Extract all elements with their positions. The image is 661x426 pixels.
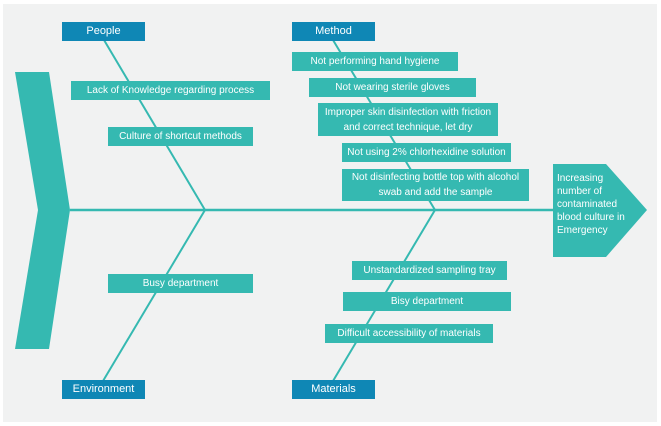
category-environment: Environment (62, 380, 145, 399)
people-bone (103, 39, 206, 211)
cause-method-5: Not disinfecting bottle top with alcohol… (342, 169, 529, 201)
cause-materials-1: Unstandardized sampling tray (352, 261, 507, 280)
cause-environment-1: Busy department (108, 274, 253, 293)
cause-people-1: Lack of Knowledge regarding process (71, 81, 270, 100)
effect-label: Increasing number of contaminated blood … (557, 173, 625, 236)
cause-method-3: Improper skin disinfection with friction… (318, 103, 498, 136)
category-method: Method (292, 22, 375, 41)
fish-tail (15, 72, 70, 349)
category-materials: Materials (292, 380, 375, 399)
category-people: People (62, 22, 145, 41)
cause-materials-2: Bisy department (343, 292, 511, 311)
cause-method-4: Not using 2% chlorhexidine solution (342, 143, 511, 162)
cause-materials-3: Difficult accessibility of materials (325, 324, 493, 343)
cause-people-2: Culture of shortcut methods (108, 127, 253, 146)
fish-head (553, 164, 647, 257)
diagram-background (3, 4, 657, 422)
cause-method-1: Not performing hand hygiene (292, 52, 458, 71)
cause-method-2: Not wearing sterile gloves (309, 78, 476, 97)
environment-bone (102, 209, 206, 382)
